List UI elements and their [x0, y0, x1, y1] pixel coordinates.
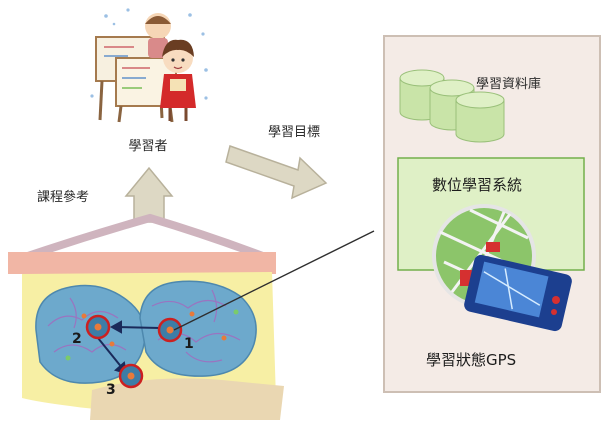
map-dots	[65, 309, 239, 361]
label-learning-status-gps: 學習狀態GPS	[426, 351, 516, 369]
sparkle-decor	[90, 8, 208, 100]
course-reference-arrow	[124, 166, 174, 223]
label-learning-goal: 學習目標	[268, 125, 320, 140]
gps-device-icon	[464, 254, 572, 332]
connector-line	[173, 230, 375, 331]
svg-text:學習資料庫: 學習資料庫	[476, 77, 541, 92]
learning-goal-arrow	[225, 145, 328, 200]
learner-illustration	[90, 8, 208, 123]
label-learning-database: 學習資料庫	[476, 77, 541, 92]
map-pink-band	[8, 252, 276, 274]
person-back	[145, 13, 171, 58]
map-node-dot-1	[166, 326, 174, 334]
map-node-label-1: 1	[184, 336, 194, 352]
svg-text:課程參考: 課程參考	[37, 189, 89, 205]
map-node-dot-3	[127, 372, 135, 380]
svg-text:學習者: 學習者	[128, 139, 167, 154]
map-node-label-3: 3	[106, 382, 116, 398]
label-digital-learning-system: 數位學習系統	[432, 176, 522, 194]
map-arch-decor	[8, 213, 270, 266]
person-front	[160, 39, 196, 121]
svg-text:學習目標: 學習目標	[268, 125, 320, 140]
learning-map	[8, 252, 284, 420]
map-nodes: 1 2 3	[72, 314, 194, 398]
database-icon	[399, 69, 505, 143]
label-learner: 學習者	[128, 139, 167, 154]
map-beige-band	[90, 378, 284, 420]
brain-right-lobe	[139, 280, 257, 377]
svg-text:數位學習系統: 數位學習系統	[432, 176, 522, 194]
map-node-label-2: 2	[72, 331, 82, 347]
label-course-reference: 課程參考	[37, 189, 89, 205]
svg-text:學習狀態GPS: 學習狀態GPS	[426, 351, 516, 369]
map-node-dot-2	[94, 323, 102, 331]
